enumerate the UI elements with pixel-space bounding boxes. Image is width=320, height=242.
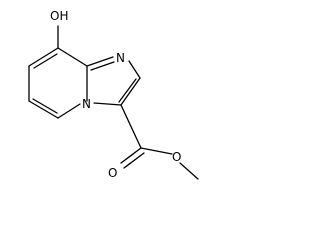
bond-c7-c8	[28, 47, 59, 67]
bond-c5-c6	[28, 100, 59, 119]
bond-c8a-n1-inner	[90, 61, 115, 71]
bond-o-methyl	[179, 162, 199, 180]
atom-label-bridgehead-n: N	[82, 97, 91, 111]
bond-c2-c3	[120, 77, 141, 106]
bond-c8a-n1	[86, 56, 114, 67]
bond-c8-c8a	[57, 47, 88, 67]
bond-carbonyl-o-single	[140, 147, 173, 155]
atom-label-imidazole-n: N	[116, 51, 125, 65]
bond-c2-c3-inner	[118, 78, 137, 103]
bond-n4-c5	[57, 103, 81, 119]
atom-label-carbonyl-o: O	[108, 166, 117, 180]
bond-c5-c6-inner	[32, 98, 58, 114]
bond-n1-c2	[128, 60, 141, 79]
atom-label-hydroxyl: OH	[50, 9, 68, 23]
bond-carbonyl-o-double-b	[123, 152, 145, 169]
bond-c3-n4	[93, 102, 122, 106]
bond-carbonyl-o-double-a	[120, 147, 142, 164]
atom-label-ester-o: O	[172, 150, 181, 164]
chemical-structure-diagram: OH N N O O	[28, 9, 199, 180]
bond-c3-carbonyl	[120, 104, 142, 149]
bond-c7-c8-inner	[33, 53, 58, 69]
